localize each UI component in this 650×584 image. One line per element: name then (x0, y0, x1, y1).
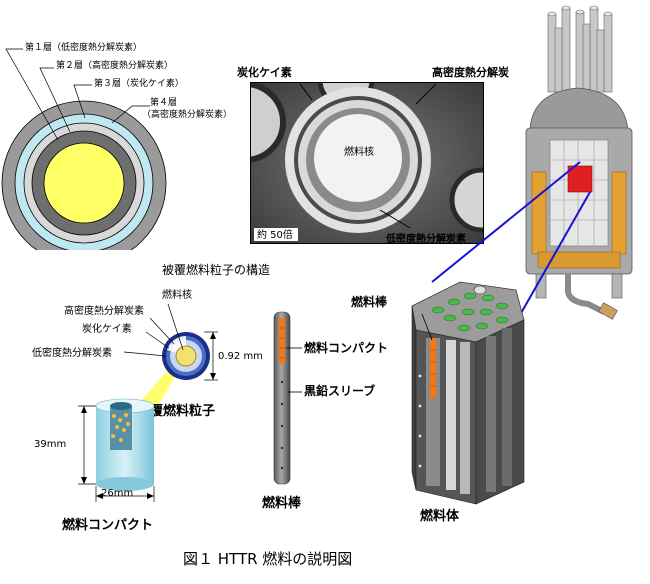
block-right-face (475, 319, 525, 505)
sic-label: 炭化ケイ素 (237, 66, 292, 79)
particle-low-density-label: 低密度熱分解炭素 (32, 348, 112, 359)
rod-sleeve (273, 311, 291, 485)
leader-layer1 (5, 48, 59, 141)
rod-compact-window (279, 318, 285, 364)
compact-cutaway (110, 406, 132, 450)
layer2-label: 第２層（高密度熱分解炭素） (56, 61, 174, 71)
leader-sic (145, 331, 170, 349)
block-rod-label: 燃料棒 (351, 295, 388, 309)
neighbor-particle (250, 82, 286, 163)
particle-kernel-label: 燃料核 (162, 290, 192, 301)
low-density-label: 低密度熱分解炭素 (386, 234, 466, 245)
leader-high-density (415, 83, 437, 105)
micrograph-caption: 被覆燃料粒子の構造 (162, 263, 271, 277)
compact-height-label: 39mm (34, 439, 67, 450)
leader-kernel (167, 303, 184, 351)
handling-hole (473, 285, 487, 295)
fuel-compact-title: 燃料コンパクト (62, 518, 154, 533)
magnification-box (254, 228, 298, 241)
leader-sic (299, 83, 313, 101)
drive-tube (561, 7, 571, 93)
leader-low-density (123, 351, 167, 357)
layer-cross-section-diagram (1, 48, 167, 250)
outlet-nozzle (565, 274, 606, 315)
drive-tube (603, 13, 613, 93)
kernel-label: 燃料核 (344, 147, 374, 158)
compact-width-label: 26mm (101, 488, 134, 499)
figure-caption: 図１ HTTR 燃料の説明図 (183, 550, 353, 568)
coated-particle-title: 被覆燃料粒子 (137, 404, 216, 419)
leader-layer4 (111, 105, 150, 124)
vessel-head (529, 87, 629, 131)
block-left-face (411, 305, 417, 491)
layer1-label: 第１層（低密度熱分解炭素） (25, 43, 143, 53)
highlighted-fuel-block (567, 165, 593, 193)
particle-kernel (175, 345, 197, 367)
layer4-sublabel: （高密度熱分解炭素） (142, 110, 233, 120)
leader-layer2 (39, 67, 71, 133)
particle-diameter-label: 0.92 mm (218, 351, 263, 362)
rod-sleeve-label: 黒鉛スリーブ (304, 384, 376, 398)
magnification-label: 約 50倍 (257, 230, 293, 241)
block-fuel-rod (430, 338, 436, 398)
micrograph-photo (250, 82, 484, 244)
high-density-label: 高密度熱分解炭 (432, 66, 509, 79)
layer4-label: 第４層 (150, 98, 178, 108)
leader-high-density (149, 317, 175, 345)
leader-block-rod (421, 313, 433, 341)
fuel-compact-3d (78, 398, 155, 502)
particle-sic-label: 炭化ケイ素 (82, 324, 132, 335)
leader-layer3 (73, 84, 92, 119)
kernel-circle (43, 142, 125, 224)
rod-compact-label: 燃料コンパクト (304, 341, 389, 355)
drive-tube (582, 23, 591, 93)
fuel-block-3d (411, 281, 525, 505)
coated-particle-3d (123, 303, 218, 420)
kernel-core (314, 114, 402, 202)
fuel-rod-3d (273, 311, 302, 485)
drive-tube (596, 29, 605, 93)
fuel-rod-title: 燃料棒 (262, 496, 302, 511)
drive-tube (554, 27, 563, 93)
particle-high-density-label: 高密度熱分解炭素 (64, 306, 144, 317)
layer3-label: 第３層（炭化ケイ素） (94, 79, 184, 89)
leader-low-density (379, 209, 411, 229)
fuel-block-title: 燃料体 (420, 509, 460, 524)
core-region (549, 139, 609, 247)
